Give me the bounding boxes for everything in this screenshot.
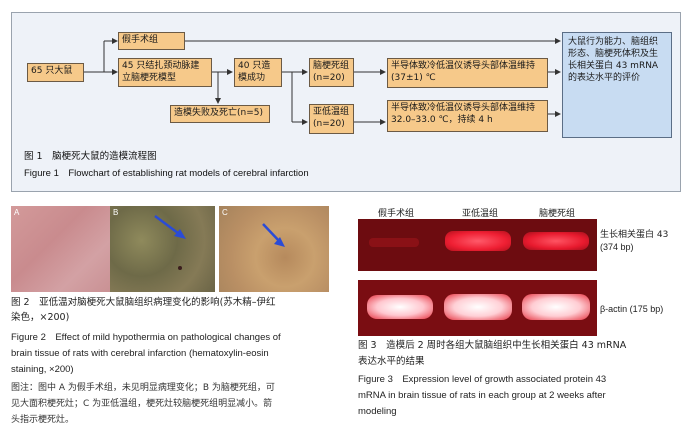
box-hypo-treatment: 半导体致冷低温仪诱导头部体温维持 32.0–33.0 ℃，持续 4 h xyxy=(387,100,548,132)
band-actin-label: β-actin (175 bp) xyxy=(600,304,664,314)
box-treat-infarct-label: 半导体致冷低温仪诱导头部体温维持(37±1) ℃ xyxy=(391,61,536,83)
band-gap43-label: 生长相关蛋白 43 xyxy=(600,230,669,240)
figure-2-caption-cn-line2: 染色，×200) xyxy=(11,312,70,323)
box-hypo-label: 亚低温组(n=20) xyxy=(313,107,350,129)
panel-a-label: A xyxy=(14,208,20,217)
figure-2-caption-en-line1: Figure 2 Effect of mild hypothermia on p… xyxy=(11,332,281,343)
lane-label-sham: 假手术组 xyxy=(378,209,415,219)
flowchart-connectors xyxy=(84,38,561,125)
figure-2-caption-en-line3: staining, ×200) xyxy=(11,364,74,375)
gel-beta-actin xyxy=(358,280,597,336)
band-actin-infarct xyxy=(522,294,590,320)
box-success-label: 40 只造模成功 xyxy=(238,61,271,83)
micrograph-panel-c: C xyxy=(219,206,329,292)
figure-2-caption-cn-line1: 图 2 亚低温对脑梗死大鼠脑组织病理变化的影响(苏木精–伊红 xyxy=(11,297,276,308)
panel-b-label: B xyxy=(113,208,119,217)
figure-3-caption-cn-line2: 表达水平的结果 xyxy=(358,356,425,367)
figure-2-note-line1: 图注：图中 A 为假手术组，未见明显病理变化；B 为脑梗死组，可 xyxy=(11,383,275,393)
arrow-icon xyxy=(262,223,285,247)
box-fail: 造模失败及死亡(n=5) xyxy=(170,105,270,123)
figure-3-caption-en-line1: Figure 3 Expression level of growth asso… xyxy=(358,374,607,385)
figure-1-caption-en: Figure 1 Flowchart of establishing rat m… xyxy=(24,168,309,179)
box-hypothermia-group: 亚低温组(n=20) xyxy=(309,104,354,134)
box-success: 40 只造模成功 xyxy=(234,58,282,87)
band-actin-hypothermia xyxy=(444,294,512,320)
box-start: 65 只大鼠 xyxy=(27,63,84,82)
band-gap43-infarct xyxy=(523,232,589,250)
arrow-icon xyxy=(154,214,186,270)
box-outcome-label: 大鼠行为能力、脑组织形态、脑梗死体积及生长相关蛋白 43 mRNA 的表达水平的… xyxy=(568,37,659,83)
band-gap43-sham xyxy=(369,238,419,247)
micrograph-panel-a: A xyxy=(11,206,116,292)
box-start-label: 65 只大鼠 xyxy=(31,66,73,76)
box-infarct-group: 脑梗死组(n=20) xyxy=(309,58,354,87)
figure-2-note-line3: 头指示梗死灶。 xyxy=(11,415,75,425)
box-ligation-label: 45 只结扎颈动脉建立脑梗死模型 xyxy=(122,61,200,83)
band-gap43-size: (374 bp) xyxy=(600,242,634,252)
band-gap43-hypothermia xyxy=(445,231,511,251)
lane-label-infarct: 脑梗死组 xyxy=(539,209,576,219)
box-infarct-label: 脑梗死组(n=20) xyxy=(313,61,350,83)
gel-gap43 xyxy=(358,219,597,271)
figure-1-caption-cn: 图 1 脑梗死大鼠的造模流程图 xyxy=(24,151,157,162)
figure-3-caption-en-line2: mRNA in brain tissue of rats in each gro… xyxy=(358,390,606,401)
micrograph-panel-b: B xyxy=(110,206,215,292)
box-fail-label: 造模失败及死亡(n=5) xyxy=(174,108,263,118)
box-sham-label: 假手术组 xyxy=(122,35,159,45)
figure-3-caption-en-line3: modeling xyxy=(358,406,397,417)
band-actin-sham xyxy=(367,295,433,319)
figure-2-note-line2: 见大面积梗死灶；C 为亚低温组，梗死灶较脑梗死组明显减小。箭 xyxy=(11,399,273,409)
box-ligation: 45 只结扎颈动脉建立脑梗死模型 xyxy=(118,58,212,87)
figure-3-caption-cn-line1: 图 3 造模后 2 周时各组大鼠脑组织中生长相关蛋白 43 mRNA xyxy=(358,340,627,351)
box-infarct-treatment: 半导体致冷低温仪诱导头部体温维持(37±1) ℃ xyxy=(387,58,548,88)
box-sham: 假手术组 xyxy=(118,32,185,50)
figure-2-caption-en-line2: brain tissue of rats with cerebral infar… xyxy=(11,348,269,359)
panel-c-label: C xyxy=(222,208,228,217)
box-treat-hypo-label: 半导体致冷低温仪诱导头部体温维持 32.0–33.0 ℃，持续 4 h xyxy=(391,103,536,125)
lane-label-hypothermia: 亚低温组 xyxy=(462,209,499,219)
box-outcome: 大鼠行为能力、脑组织形态、脑梗死体积及生长相关蛋白 43 mRNA 的表达水平的… xyxy=(562,32,672,138)
